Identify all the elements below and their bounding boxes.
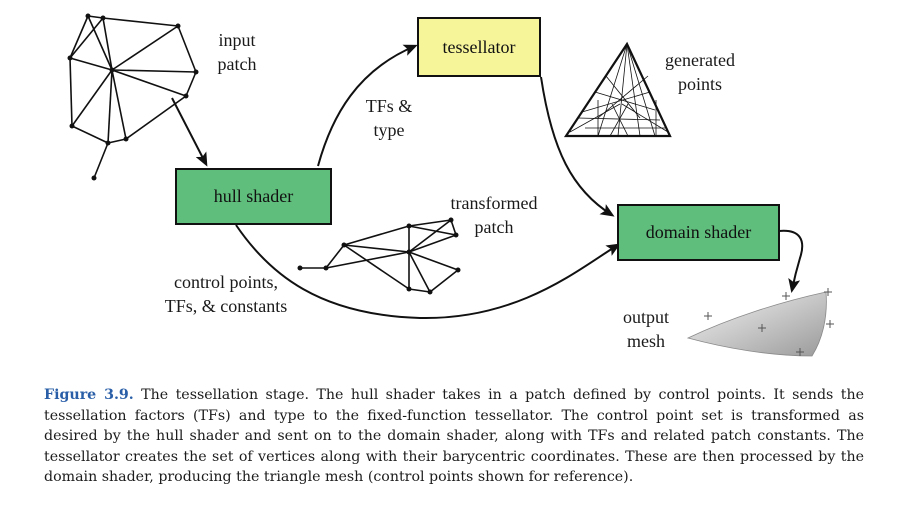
arrows: [171, 44, 804, 320]
arrow-tessellator-to-domain: [540, 76, 615, 217]
input-patch-label-line1: input: [218, 30, 256, 50]
tessellator-box: tessellator: [417, 17, 541, 77]
tfs-type-label-line2: type: [373, 120, 405, 140]
tessellation-diagram: tessellator hull shader domain shader in…: [67, 13, 834, 357]
arrow-input-to-hull: [171, 97, 208, 167]
transformed-patch-label-line1: transformed: [450, 193, 538, 213]
input-patch-label-line2: patch: [217, 54, 257, 74]
control-points-label: control points, TFs, & constants: [142, 270, 310, 318]
diagram-graphics: [67, 13, 834, 357]
transformed-patch-control-points: [297, 217, 461, 295]
arrow-hull-to-tessellator: [317, 44, 418, 167]
figure-caption-text: The tessellation stage. The hull shader …: [44, 387, 864, 486]
generated-points-triangle: [563, 41, 672, 138]
control-points-label-line1: control points,: [174, 272, 278, 292]
generated-points-label: generated points: [650, 48, 750, 96]
arrow-hull-to-domain: [235, 224, 621, 320]
output-mesh-surface: [686, 288, 834, 357]
input-patch-control-points: [67, 13, 199, 181]
domain-shader-box: domain shader: [617, 204, 780, 261]
transformed-patch-label-line2: patch: [474, 217, 514, 237]
input-patch-mesh: [69, 15, 197, 179]
figure-caption: Figure 3.9. The tessellation stage. The …: [44, 385, 864, 488]
input-patch-label: input patch: [202, 28, 272, 76]
generated-points-label-line1: generated: [665, 50, 735, 70]
generated-points-label-line2: points: [677, 74, 722, 94]
arrow-domain-to-output: [778, 229, 804, 293]
tfs-type-label-line1: TFs &: [365, 96, 413, 116]
control-points-label-line2: TFs, & constants: [164, 296, 288, 316]
output-mesh-label: output mesh: [608, 305, 684, 353]
tfs-type-label: TFs & type: [354, 94, 424, 142]
figure-caption-label: Figure 3.9.: [44, 387, 134, 403]
transformed-patch-label: transformed patch: [436, 191, 552, 239]
transformed-patch-mesh: [300, 219, 459, 293]
output-mesh-label-line2: mesh: [627, 331, 665, 351]
hull-shader-box: hull shader: [175, 168, 332, 225]
output-mesh-label-line1: output: [622, 307, 669, 327]
